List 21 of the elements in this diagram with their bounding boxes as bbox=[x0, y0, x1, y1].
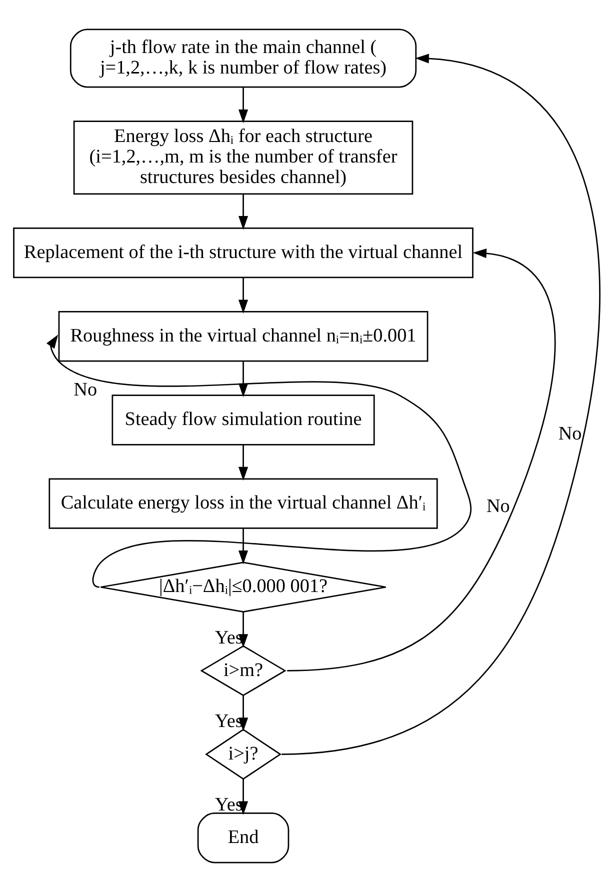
node-box: j-th flow rate in the main channel ( j=1,2,…,k, k is number of flow rates) bbox=[70, 28, 417, 88]
arrow bbox=[238, 277, 248, 313]
edge-label: No bbox=[486, 496, 510, 517]
arrow bbox=[287, 248, 556, 671]
edge-label: No bbox=[558, 422, 582, 444]
node-diamond: i>j? bbox=[205, 728, 282, 780]
edge-label: No bbox=[74, 378, 98, 400]
arrow bbox=[238, 193, 248, 230]
arrow bbox=[238, 86, 248, 123]
node-box: Energy loss Δhᵢ for each structure (i=1,2,…,m, m is the number of transfer structures besides channel) bbox=[73, 120, 414, 194]
node-box: Replacement of the i-th structure with the virtual channel bbox=[13, 226, 474, 278]
node-diamond: |Δh′ᵢ−Δhᵢ|≤0.000 001? bbox=[100, 561, 387, 612]
node-box: Calculate energy loss in the virtual channel Δh′ᵢ bbox=[48, 478, 438, 528]
arrow bbox=[46, 334, 472, 588]
node-box: Steady flow simulation routine bbox=[112, 394, 375, 445]
node-box: Roughness in the virtual channel nᵢ=nᵢ±0.001 bbox=[58, 310, 428, 362]
node-box: End bbox=[197, 812, 290, 863]
arrow bbox=[238, 444, 248, 480]
node-diamond: i>m? bbox=[200, 644, 286, 696]
arrow bbox=[282, 53, 600, 754]
arrow bbox=[238, 528, 248, 564]
